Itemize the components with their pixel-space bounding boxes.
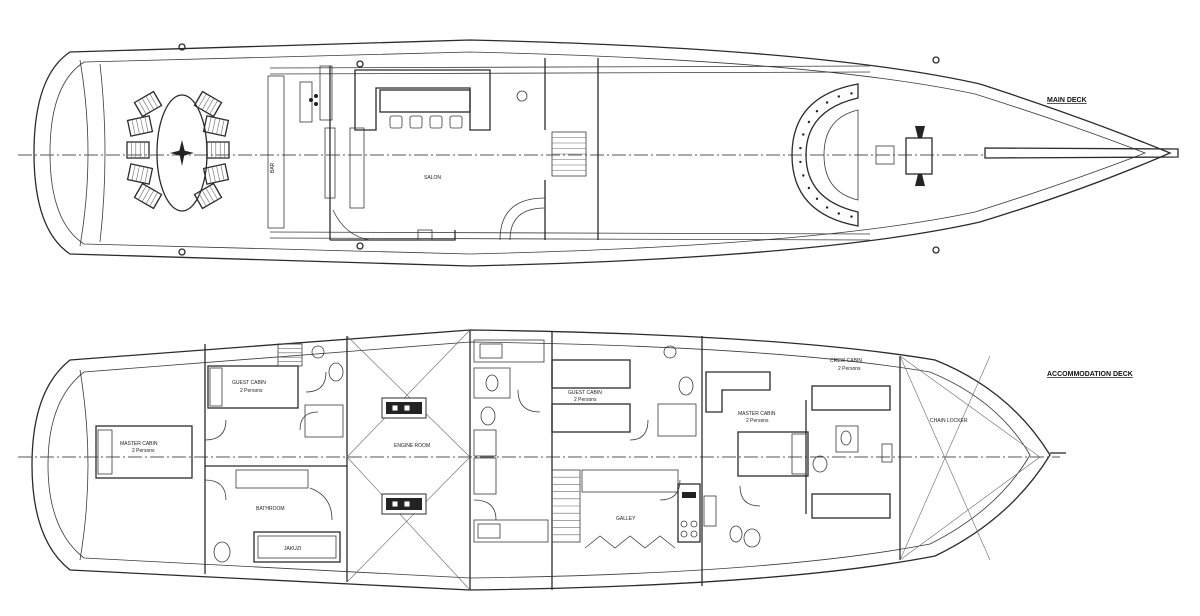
salon-dining-table [379,89,471,113]
foredeck-sofa-cushions [799,92,853,218]
sun-lounger [202,115,230,137]
guest-cabin-2-bed-port [551,359,631,389]
sun-lounger [126,115,154,137]
engine-starboard [381,493,427,515]
crew-bunk-stbd [811,493,891,519]
engine-port [381,397,427,419]
bathroom-shower [235,469,309,489]
salon-sofa [354,69,491,131]
accommodation-deck-plan: MASTER CABIN 2 Persons GUEST CABIN 2 Per… [18,329,1133,591]
stair-aft-treads [278,348,302,362]
guest-cabin-1-bed [207,365,299,409]
galley-counter [581,469,679,493]
sun-lounger [193,90,223,118]
crew-cabin-label: CREW CABIN [830,358,862,364]
engine-room-crosses [346,329,1041,591]
main-deck-hull [33,39,1172,267]
jakuzi-label: JAKUZI [284,546,301,552]
salon-stool [389,115,403,129]
fore-hatch [875,145,895,165]
guest-cabin-2-persons: 2 Persons [574,397,597,403]
foredeck-sofa [791,83,859,227]
sun-lounger [133,90,163,118]
fwd-master-bed [737,431,809,477]
sun-lounger [126,141,150,159]
guest-cabin-1-persons: 2 Persons [240,388,263,394]
fwd-master-cabin-persons: 2 Persons [746,418,769,424]
aft-deck-loungers [126,90,230,210]
crew-cabin-persons: 2 Persons [838,366,861,372]
aft-master-cabin-label: MASTER CABIN [120,441,158,447]
fwd-master-lounge [705,371,771,413]
anchor-windlass [905,137,933,175]
salon-label: SALON [424,175,441,181]
aft-master-cabin-persons: 2 Persons [132,448,155,454]
sun-lounger [126,163,154,185]
bar-label: BAR [270,162,276,173]
main-deck-plan: BAR SALON MAIN DECK [18,39,1179,267]
bar-counter [267,75,285,229]
guest-cabin-2-label: GUEST CABIN [568,390,602,396]
sun-lounger [202,163,230,185]
stair-aft [277,343,303,367]
salon-stool [429,115,443,129]
salon-stool [409,115,423,129]
guest-cabin-2-bed-stbd [551,403,631,433]
bathroom-label: BATHROOM [256,506,285,512]
aft-master-bed [95,425,193,479]
salon-stairs-treads [552,137,586,171]
doors [204,371,761,521]
sun-lounger [133,182,163,210]
engine-room-label: ENGINE ROOM [394,443,430,449]
accommodation-deck-title: ACCOMMODATION DECK [1047,371,1133,378]
bowsprit [984,147,1179,159]
accommodation-deck-hull [31,329,1051,591]
sun-lounger [206,141,230,159]
galley-stairs-treads [552,476,580,536]
guest-cabin-1-label: GUEST CABIN [232,380,266,386]
salon-stools [389,115,463,129]
galley-stove [677,483,701,543]
jakuzi [253,531,341,563]
main-deck-title: MAIN DECK [1047,97,1087,104]
salon-stool [449,115,463,129]
galley-label: GALLEY [616,516,636,522]
crew-bunk-port [811,385,891,411]
galley-bench [584,535,676,549]
fwd-master-cabin-label: MASTER CABIN [738,411,776,417]
chain-locker-label: CHAIN LOCKER [930,418,968,424]
sun-lounger [193,182,223,210]
